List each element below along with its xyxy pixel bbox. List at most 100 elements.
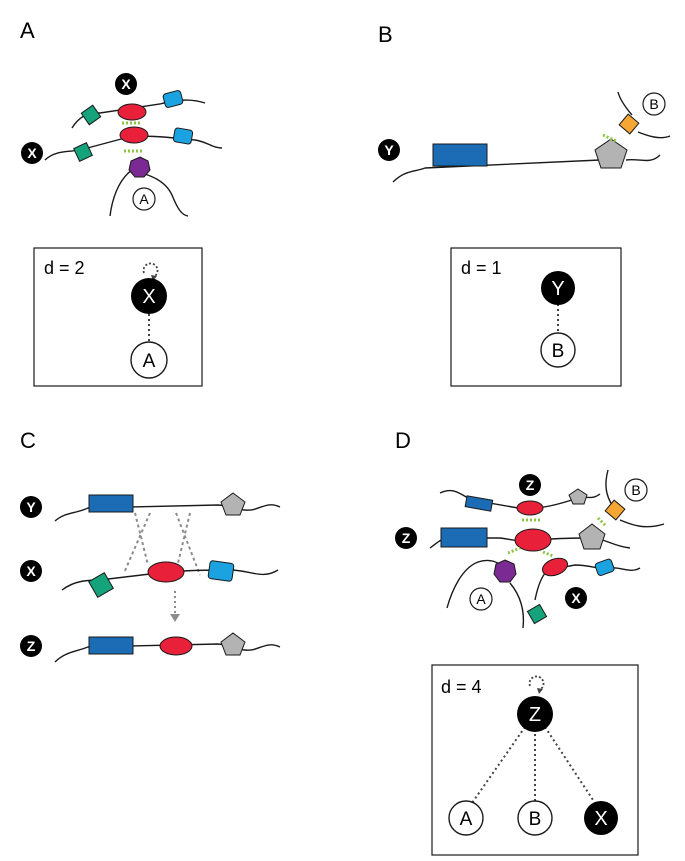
panel-b-graph-node-y: Y: [541, 271, 575, 305]
panel-a-degree: d = 2: [44, 258, 85, 278]
panel-d-graph-node-z-label: Z: [529, 704, 541, 726]
panel-d-strand-a-tail: [509, 582, 525, 629]
panel-c: C Y X Z: [20, 428, 281, 663]
panel-a-left-x-badge: X: [21, 142, 43, 164]
panel-d-b-label: B: [631, 482, 640, 498]
panel-a-top-x-label: X: [121, 76, 131, 92]
panel-a-red-ellipse-top: [117, 103, 147, 121]
panel-d-graph-node-x: X: [584, 801, 618, 835]
panel-b-gray-pentagon: [594, 138, 628, 169]
panel-c-x-label: X: [26, 563, 36, 579]
panel-d-blue-block-main: [440, 527, 488, 548]
panel-c-x-green-square: [88, 572, 114, 598]
panel-b-b-badge: B: [642, 92, 666, 116]
panel-a-red-ellipse-bottom: [119, 126, 149, 144]
panel-d-degree: d = 4: [441, 677, 482, 697]
panel-d-graph-node-b-label: B: [529, 809, 542, 830]
panel-d-b-badge: B: [624, 478, 648, 502]
panel-c-y-label: Y: [26, 499, 36, 515]
panel-a-top-x-badge: X: [115, 73, 137, 95]
panel-c-z-label: Z: [27, 638, 36, 654]
panel-a-letter: A: [20, 18, 35, 43]
panel-d-blue-block-top: [464, 495, 494, 512]
panel-d-strand-ztop: [439, 489, 601, 510]
panel-d-bond-a: [507, 546, 521, 555]
panel-c-y-badge: Y: [20, 496, 42, 518]
panel-d-a-label: A: [476, 591, 486, 607]
panel-c-z-gray-pentagon: [220, 632, 246, 656]
panel-c-x-cyan-block: [207, 560, 235, 582]
panel-b-strand-y: [392, 159, 601, 183]
panel-d-x-badge: X: [565, 587, 587, 609]
panel-a-purple-hexagon: [128, 156, 151, 178]
panel-a-graph-node-x: X: [131, 278, 167, 314]
panel-b-y-badge: Y: [378, 139, 400, 161]
panel-a-green-square-top: [80, 104, 102, 126]
panel-b-graph-node-y-label: Y: [551, 278, 564, 300]
panel-d-cyan-block: [594, 558, 615, 576]
panel-a-graph-node-x-label: X: [142, 286, 155, 308]
panel-d-graph-node-b: B: [517, 800, 553, 836]
panel-b-orange-square: [618, 113, 640, 135]
panel-d-graph-node-x-label: X: [594, 808, 607, 830]
panel-b-degree: d = 1: [461, 258, 502, 278]
panel-d-graph-node-a: A: [448, 800, 484, 836]
panel-b-blue-block: [432, 143, 488, 167]
panel-b: B Y B d = 1 Y B: [378, 22, 671, 387]
panel-a-a-badge: A: [132, 187, 156, 211]
panel-c-arrow-head: [170, 614, 180, 622]
panel-d-letter: D: [395, 428, 411, 453]
panel-a: A X X A d = 2: [20, 18, 223, 387]
panel-d: D Z Z B: [395, 428, 665, 856]
panel-b-graph-box: [450, 247, 622, 387]
panel-d-red-ellipse-main: [514, 528, 552, 552]
panel-a-graph-box: [33, 247, 203, 387]
panel-b-strand-b-tail: [637, 131, 671, 139]
panel-c-letter: C: [20, 428, 36, 453]
panel-c-recombination-lines: [123, 512, 201, 576]
panel-a-strand-bottom: [44, 135, 223, 161]
panel-d-purple-hexagon: [493, 559, 517, 583]
panel-b-strand-y-tail: [625, 154, 661, 162]
panel-c-z-badge: Z: [20, 635, 42, 657]
panel-b-b-label: B: [649, 96, 658, 112]
panel-d-graph-edges: [471, 726, 596, 804]
panel-c-y-blue-block: [88, 494, 134, 513]
panel-d-strand-b-tail: [619, 519, 665, 528]
panel-b-graph-node-b: B: [540, 332, 576, 368]
panel-b-graph-node-b-label: B: [552, 341, 565, 362]
panel-c-x-badge: X: [20, 560, 42, 582]
panel-d-orange-square: [604, 499, 626, 521]
panel-a-cyan-block-top: [162, 90, 184, 108]
panel-a-strand-a: [109, 169, 189, 217]
panel-a-a-label: A: [139, 191, 149, 207]
panel-d-strand-x: [534, 564, 641, 601]
panel-c-z-blue-block: [88, 636, 134, 655]
panel-c-strand-x: [61, 569, 279, 591]
panel-d-gray-pentagon-main: [578, 523, 606, 550]
panel-a-left-x-label: X: [27, 145, 37, 161]
panel-d-red-ellipse-x: [541, 557, 569, 577]
panel-a-green-square-bottom: [73, 142, 93, 162]
panel-a-cyan-block-bottom: [172, 127, 194, 145]
panel-d-strand-b: [605, 469, 613, 506]
panel-d-self-loop-arrowhead: [537, 688, 543, 694]
panel-d-bond-x: [542, 550, 554, 558]
panel-b-y-label: Y: [384, 142, 394, 158]
panel-d-top-z-badge: Z: [519, 474, 541, 496]
panel-d-green-square: [526, 603, 548, 625]
panel-d-red-ellipse-top: [516, 500, 544, 516]
panel-d-graph-node-z: Z: [517, 696, 553, 732]
panel-d-gray-pentagon-top: [568, 488, 588, 505]
panel-a-graph-node-a-label: A: [143, 351, 156, 372]
panel-b-letter: B: [378, 22, 393, 47]
panel-d-bond-b: [596, 516, 608, 528]
panel-a-self-loop-icon: [142, 262, 159, 278]
panel-d-left-z-badge: Z: [395, 527, 417, 549]
panel-d-graph-node-a-label: A: [460, 809, 473, 830]
panel-d-top-z-label: Z: [526, 477, 535, 493]
panel-c-x-red-ellipse: [147, 561, 185, 583]
panel-c-z-red-ellipse: [159, 636, 193, 656]
panel-d-a-badge: A: [469, 587, 493, 611]
